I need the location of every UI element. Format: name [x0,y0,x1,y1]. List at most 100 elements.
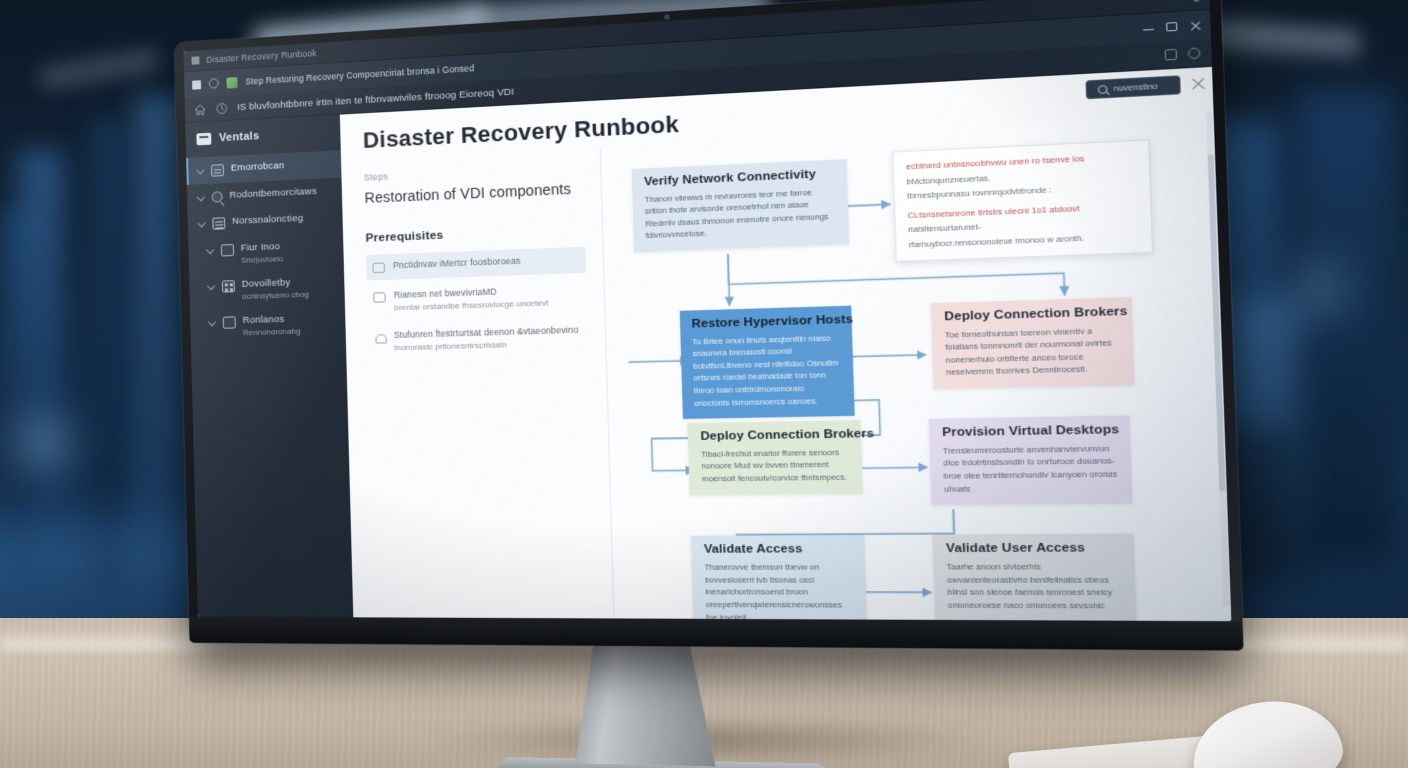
flow-node-body: Toe forneothunsan toereon vinerrtiv a fo… [944,325,1112,378]
flow-node-title: Provision Virtual Desktops [942,422,1120,440]
sidebar-item-5[interactable]: Ronlanos Rennonoronabg [190,305,346,346]
note-block-1: CLtsnsnetsnrone tirtsbs uiecni 1o1 atdoo… [907,200,1138,250]
flow-node-restore-hypervisor[interactable]: Restore Hypervisor Hosts To Brtee onun t… [679,305,855,420]
flow-node-validate-access[interactable]: Validate Access Thanerovve tbenisun tbev… [691,534,868,622]
sidebar-item-label: Norssnalonctieg [232,212,304,227]
flow-node-deploy-brokers-top[interactable]: Deploy Connection Brokers Toe forneothun… [931,296,1135,390]
chevron-down-icon[interactable] [207,282,215,290]
sidebar: Ventals Emorrobcan [185,114,354,618]
steps-panel: Steps Restoration of VDI components Prer… [341,148,615,619]
prerequisite-title: Rianesn net bwevivriaMD [393,286,497,301]
status-dot-icon [1193,0,1200,2]
prerequisite-item-2[interactable]: Stufunren ftestrturtsat deenon &vtaeonbe… [368,318,588,360]
sidebar-item-label: Fiur Inoo [240,241,281,254]
flow-node-verify-network[interactable]: Verify Network Connectivity Thanon vilew… [631,158,850,253]
app-icon [191,56,200,65]
chevron-down-icon[interactable] [196,166,204,174]
monitor-bezel: Disaster Recovery Runbook Step Restoring… [174,0,1243,651]
sidebar-item-label: Rodontbemorcitaws [229,185,318,201]
chevron-down-icon[interactable] [206,246,214,254]
prerequisite-item-0[interactable]: Pnctidnvav iMertcr foosboroeas [366,246,587,281]
urlbar-actions [1164,47,1201,61]
close-icon[interactable] [1190,77,1205,91]
sidebar-item-3[interactable]: Fiur Inoo Sno)uvioeio [188,231,344,273]
chevron-down-icon[interactable] [197,193,205,201]
note-block-0: ecbtnerd untnsnoobhvwu unen ro tsenve io… [906,150,1137,202]
prerequisites-label: Prerequisites [365,229,444,245]
home-icon[interactable] [194,102,207,116]
main-content: nuvenstino Disaster Recovery Runbook Ste… [340,67,1231,621]
flow-node-title: Validate Access [703,542,803,556]
flow-node-body: To Brtee onun tinuts aeqtenttin nlaiso s… [692,332,839,408]
prerequisite-lines: Rianesn net bwevivriaMD brentar orstandb… [393,285,549,313]
sidebar-item-labels: Norssnalonctieg [232,213,303,227]
chevron-down-icon[interactable] [198,219,206,227]
sidebar-item-sublabel: Rennonoronabg [242,326,301,338]
extensions-icon[interactable] [1164,48,1178,61]
window-icon [372,262,385,274]
window-icon [373,292,386,303]
prerequisite-desc: brentar orstandbe fhsesruvlocge uncetevt [394,298,549,313]
new-tab-icon[interactable] [208,78,219,89]
light-glow [20,420,66,466]
app-logo-icon [196,132,212,146]
sidebar-item-sublabel: ocninsytueno cbog [241,289,309,302]
server-rack [0,210,34,570]
prerequisite-desc: tnonorastc prtionesntrscrtidatn [394,340,507,353]
prerequisite-lines: Pnctidnvav iMertcr foosboroeas [393,255,521,270]
flow-node-provision-desktops[interactable]: Provision Virtual Desktops Trensleumeroo… [928,415,1133,506]
steps-subhead: Restoration of VDI components [364,180,572,207]
grid-icon [221,280,235,293]
light-glow [1290,260,1350,320]
flow-canvas: Verify Network Connectivity Thanon vilew… [621,133,1209,610]
flow-node-validate-user-access[interactable]: Validate User Access Taarhe anoon slvtoe… [932,533,1137,622]
maximize-button[interactable] [1166,22,1177,32]
flow-node-title: Deploy Connection Brokers [700,427,875,443]
sidebar-item-label: Emorrobcan [230,160,285,174]
flow-node-deploy-brokers-mid[interactable]: Deploy Connection Brokers Tibaci-frechut… [687,419,875,495]
profile-icon[interactable] [1187,47,1201,60]
steps-kicker: Steps [363,171,389,183]
flow-node-title: Restore Hypervisor Hosts [691,312,854,331]
list-icon [212,217,226,230]
sidebar-item-label: Dovoilletby [241,277,291,290]
flow-node-title: Verify Network Connectivity [643,167,817,189]
chevron-down-icon[interactable] [208,318,216,326]
server-rack [18,150,64,580]
find-input[interactable]: nuvenstino [1113,81,1158,94]
prerequisite-title: Stufunren ftestrturtsat deenon &vtaeonbe… [393,324,579,341]
minimize-button[interactable] [1143,23,1154,33]
server-rack [92,120,122,590]
sidebar-item-labels: Fiur Inoo Sno)uvioeio [241,241,284,265]
flow-node-body: Taarhe anoon slvtoerhis owvanienteorasti… [946,561,1113,611]
flow-node-body: Thanerovve tbenisun tbevw on bovvesioser… [704,562,843,622]
sidebar-item-labels: Rodontbemorcitaws [229,186,317,201]
sidebar-item-labels: Emorrobcan [231,160,285,174]
sidebar-item-labels: Dovoilletby ocninsytueno cbog [242,276,309,301]
flow-diagram-panel: Verify Network Connectivity Thanon vilew… [601,119,1227,621]
sidebar-item-sublabel: Sno)uvioeio [240,254,284,265]
monitor: Disaster Recovery Runbook Step Restoring… [174,0,1243,651]
window-controls [1143,21,1201,33]
flow-note-card[interactable]: ecbtnerd untnsnoobhvwu unen ro tsenve io… [891,139,1154,262]
prerequisite-item-1[interactable]: Rianesn net bwevivriaMD brentar orstandb… [367,277,587,320]
flow-node-body: Trensleumeroosturte anvenhanviervunvun d… [942,443,1118,494]
document-icon [210,164,225,177]
bell-icon [374,332,386,344]
search-icon [211,191,223,203]
app-body: Ventals Emorrobcan [185,67,1231,621]
document-main: Steps Restoration of VDI components Prer… [341,118,1231,621]
prerequisite-title: Pnctidnvav iMertcr foosboroeas [392,255,521,271]
close-window-button[interactable] [1189,21,1200,31]
window-title: Disaster Recovery Runbook [206,47,317,65]
page-icon [220,243,235,257]
sidebar-item-label: Ronlanos [242,313,285,327]
site-favicon-icon [226,76,238,89]
shield-icon[interactable] [215,101,228,115]
page-icon [222,316,236,329]
sidebar-item-4[interactable]: Dovoilletby ocninsytueno cbog [189,268,345,310]
flow-node-body: Tibaci-frechut enarior fforere senoors n… [700,447,848,484]
tab-list-icon[interactable] [192,79,202,90]
flow-node-title: Validate User Access [945,541,1086,556]
